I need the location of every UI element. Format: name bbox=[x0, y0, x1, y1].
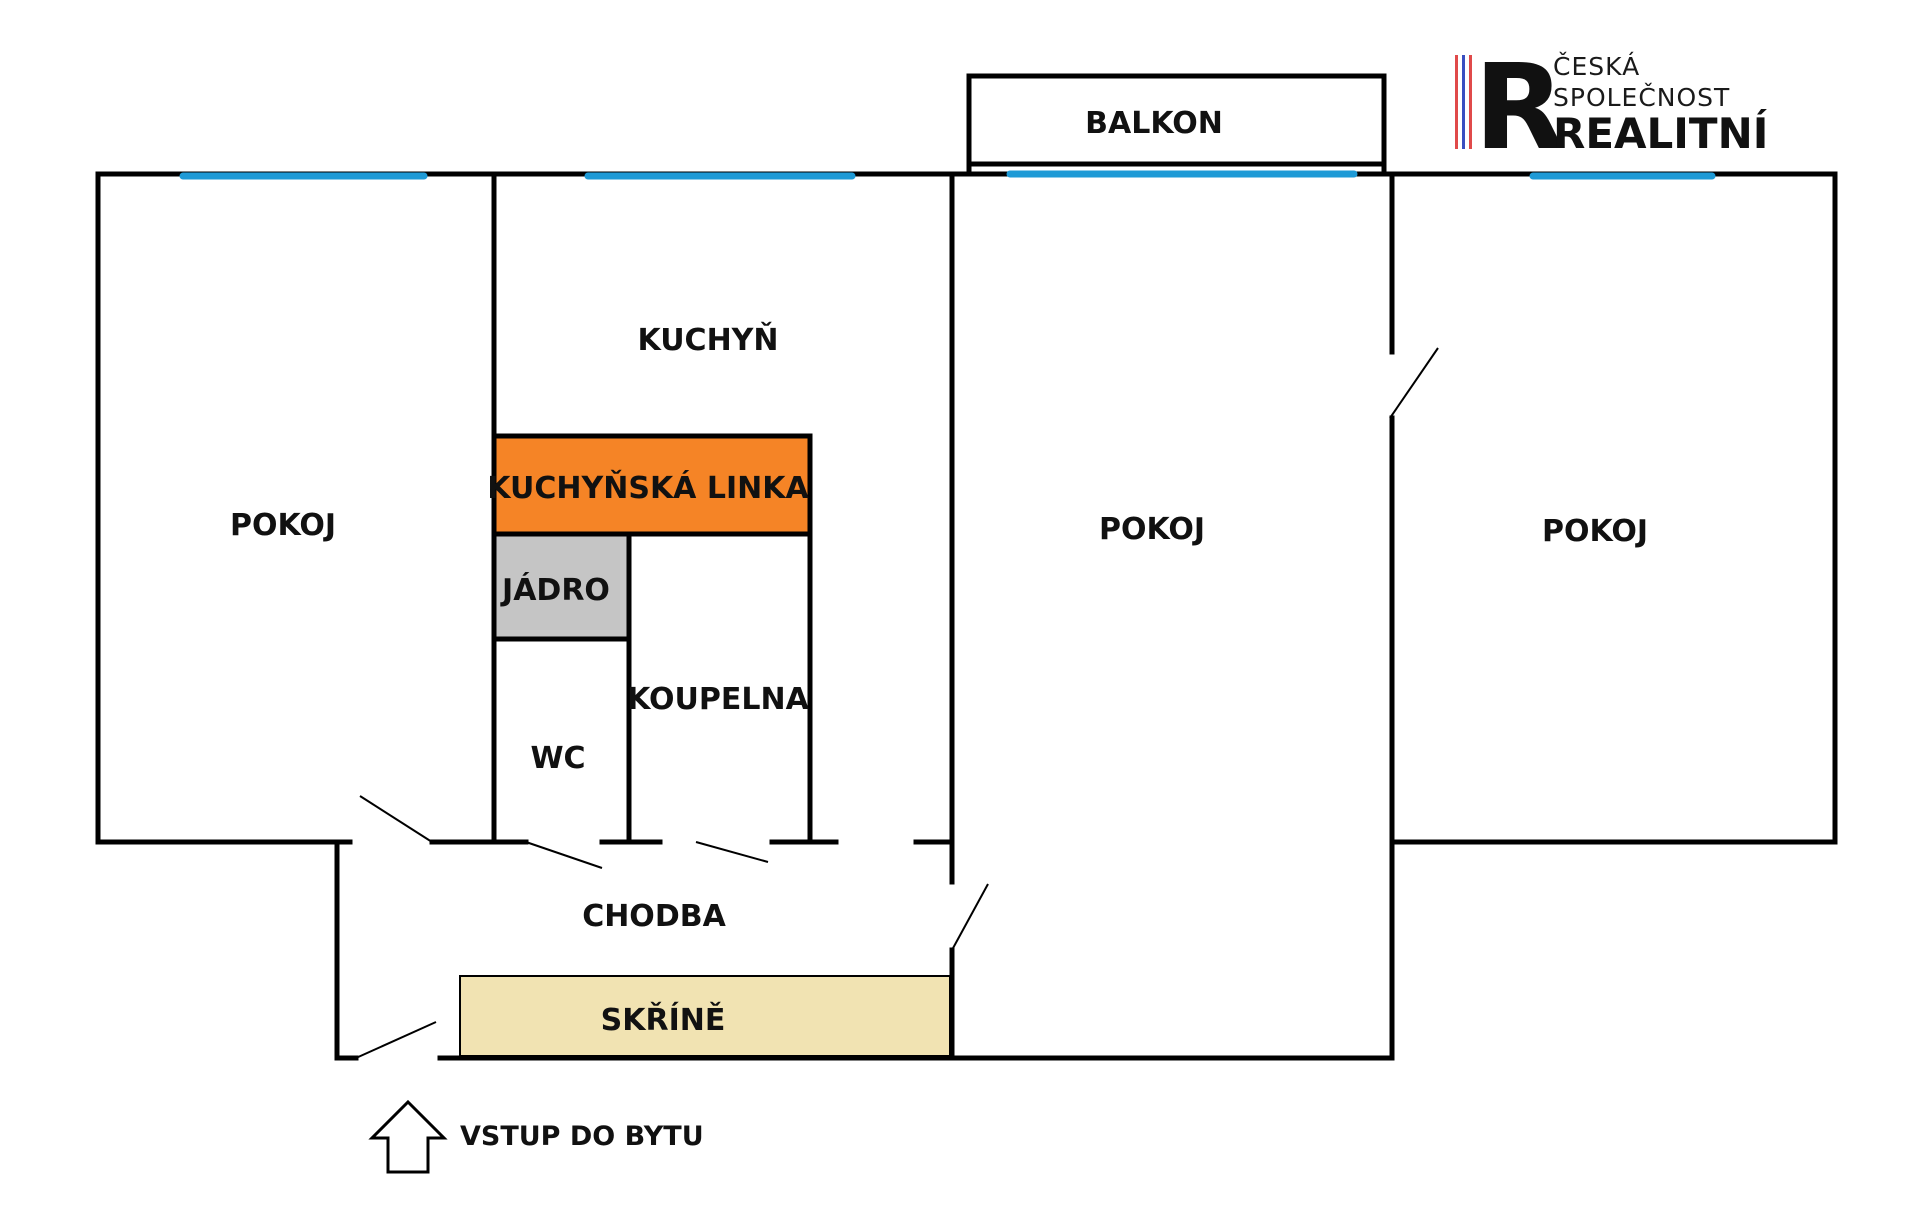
label-kuchynska-linka: KUCHYŇSKÁ LINKA bbox=[487, 470, 809, 506]
windows bbox=[179, 170, 1716, 180]
label-pokoj-right: POKOJ bbox=[1542, 514, 1648, 549]
logo-line-2: SPOLEČNOST bbox=[1553, 82, 1730, 112]
logo-letter: R bbox=[1474, 38, 1565, 176]
label-entrance: VSTUP DO BYTU bbox=[460, 1121, 704, 1152]
core-fill bbox=[496, 534, 629, 639]
label-koupelna: KOUPELNA bbox=[627, 682, 809, 717]
label-balkon: BALKON bbox=[1085, 106, 1223, 141]
logo-line-3: REALITNÍ bbox=[1553, 108, 1768, 158]
label-chodba: CHODBA bbox=[582, 899, 726, 934]
label-pokoj-left: POKOJ bbox=[230, 508, 336, 543]
logo-stripes bbox=[1455, 55, 1472, 149]
arrow-up-icon bbox=[368, 1099, 448, 1174]
wardrobe-fill bbox=[460, 976, 950, 1056]
wardrobe-outline bbox=[459, 975, 951, 1057]
label-pokoj-middle: POKOJ bbox=[1099, 512, 1205, 547]
label-wc: WC bbox=[530, 741, 585, 776]
label-kuchyn: KUCHYŇ bbox=[637, 322, 778, 358]
label-jadro: JÁDRO bbox=[500, 572, 610, 608]
walls bbox=[95, 73, 1838, 1061]
company-logo: R ČESKÁ SPOLEČNOST REALITNÍ bbox=[1455, 38, 1768, 176]
logo-line-1: ČESKÁ bbox=[1553, 51, 1640, 81]
label-skrine: SKŘÍNĚ bbox=[601, 1002, 726, 1038]
kitchen-counter-fill bbox=[496, 436, 811, 534]
doors bbox=[355, 347, 1439, 1059]
